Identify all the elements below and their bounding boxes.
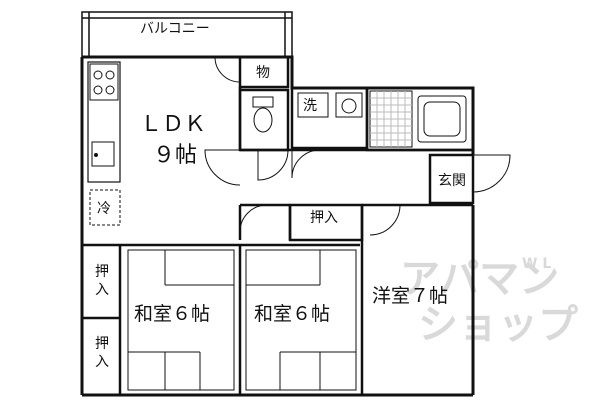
watermark-brand-mark: W L xyxy=(522,256,551,272)
bath-tiles xyxy=(369,90,413,148)
washitsu-2-label-bg xyxy=(252,300,352,328)
laundry-label: 洗 xyxy=(303,98,317,114)
closet-left-bottom-label-1: 押 xyxy=(95,336,109,352)
exterior-walls xyxy=(80,55,475,397)
kitchen-counter xyxy=(87,61,121,183)
washitsu-1-label: 和室６帖 xyxy=(134,303,210,325)
washbasin-icon xyxy=(335,92,363,118)
closet-left-top-label-1: 押 xyxy=(95,264,109,280)
closet-left-top-label-2: 入 xyxy=(95,282,109,298)
tatami-lines xyxy=(127,249,357,391)
fridge-label: 冷 xyxy=(97,201,111,217)
watermark: アパマン ショップ W L xyxy=(400,256,578,348)
interior-walls xyxy=(82,55,475,395)
bathtub-icon xyxy=(417,95,467,143)
closet-left-bottom-label-2: 入 xyxy=(95,354,109,370)
ldk-size-label: ９帖 xyxy=(153,143,197,168)
watermark-line1: アパマン xyxy=(400,256,559,302)
toilet-icon xyxy=(252,96,274,133)
watermark-line2: ショップ xyxy=(418,302,578,348)
ldk-label: ＬＤＫ xyxy=(140,112,206,137)
door-swing-icon xyxy=(204,56,511,236)
laundry-area xyxy=(297,92,329,118)
storage-label: 物 xyxy=(256,65,270,81)
balcony-label: バルコニー xyxy=(140,21,210,37)
washitsu-2-label: 和室６帖 xyxy=(254,303,330,325)
sink-icon xyxy=(91,141,115,167)
youshitsu-label: 洋室７帖 xyxy=(372,285,448,307)
entrance-label: 玄関 xyxy=(438,172,466,189)
closet-hall-label: 押入 xyxy=(310,210,338,226)
stove-icon xyxy=(89,63,119,101)
fridge-space xyxy=(89,189,121,226)
washitsu-1-label-bg xyxy=(132,300,232,328)
